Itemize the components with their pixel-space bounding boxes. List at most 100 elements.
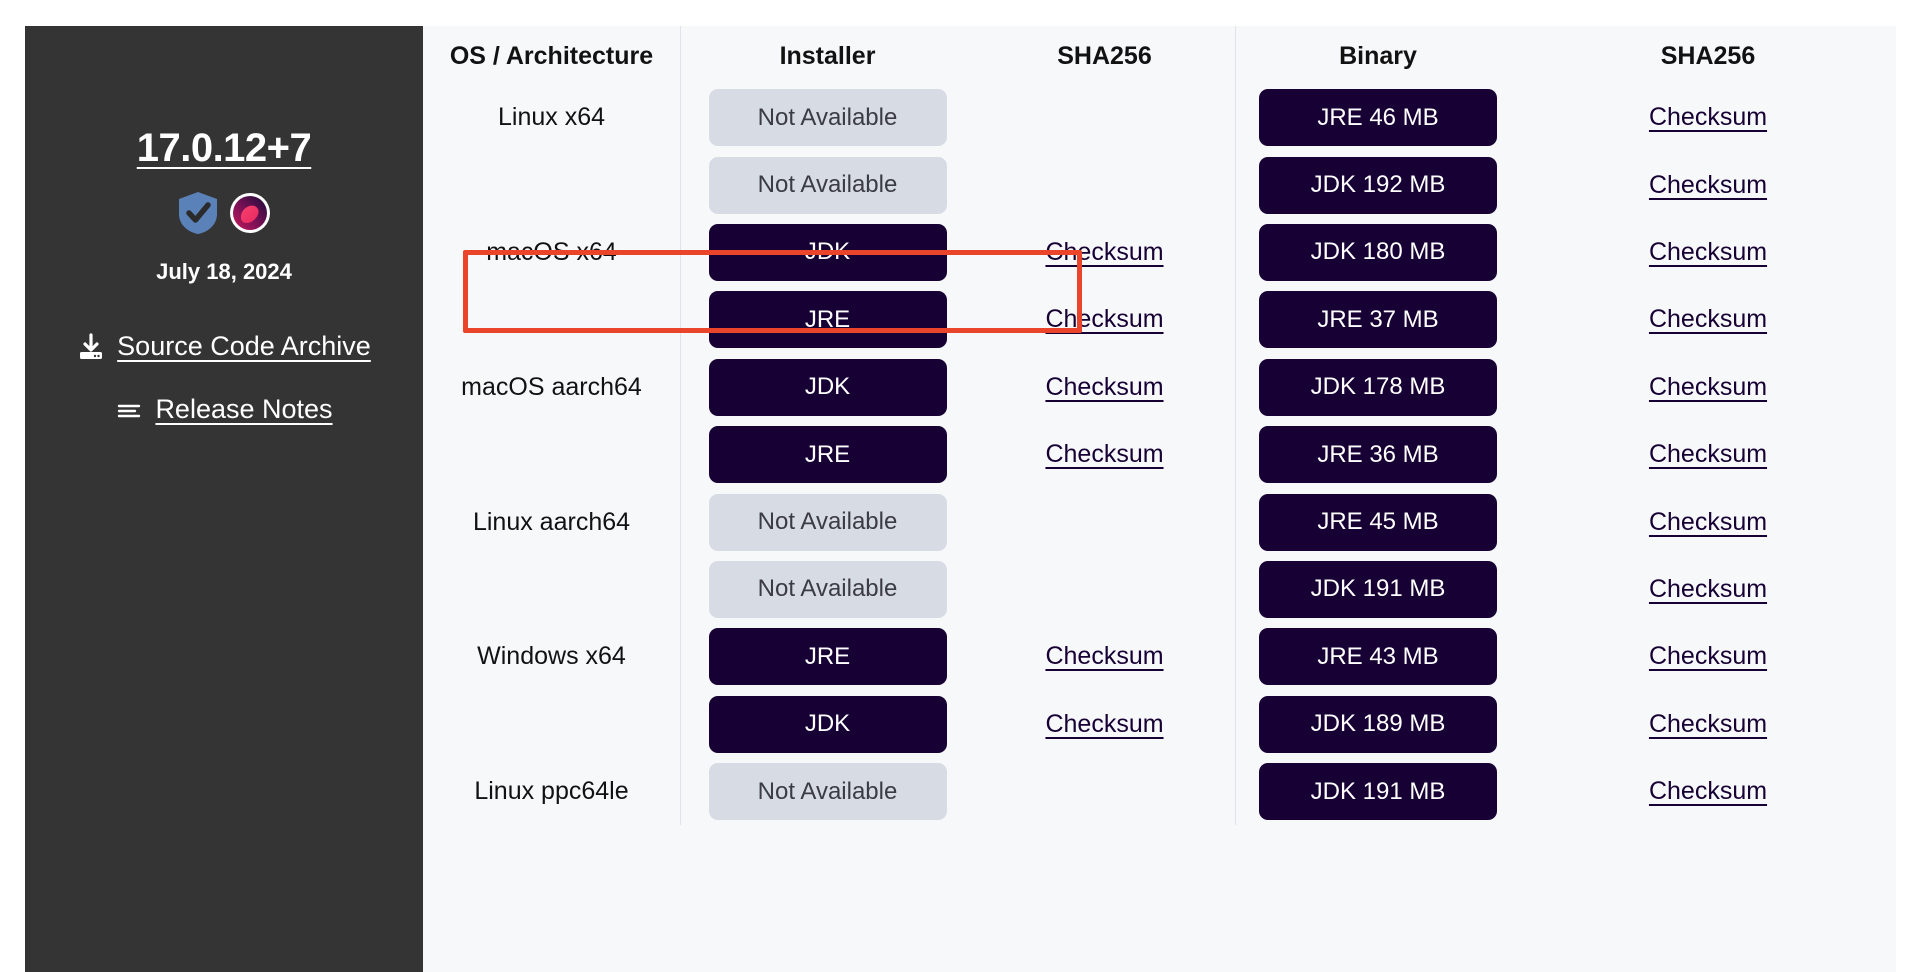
installer-not-available-badge: Not Available	[708, 156, 947, 214]
downloads-table-panel: OS / Architecture Installer SHA256 Binar…	[423, 26, 1896, 972]
installer-checksum-link[interactable]: Checksum	[1045, 237, 1164, 266]
column-divider	[680, 690, 681, 758]
binary-cell: JDK 192 MB	[1236, 151, 1520, 218]
installer-cell: Not Available	[681, 488, 974, 555]
column-divider	[1235, 218, 1236, 287]
release-date: July 18, 2024	[156, 259, 292, 284]
binary-download-button[interactable]: JDK 180 MB	[1259, 223, 1497, 281]
source-code-archive-label: Source Code Archive	[117, 331, 371, 361]
release-sidebar: 17.0.12+7	[25, 26, 423, 972]
column-header-installer-sha256: SHA256	[1057, 41, 1152, 70]
binary-download-button[interactable]: JRE 46 MB	[1259, 89, 1497, 147]
binary-sha256-cell: Checksum	[1520, 758, 1896, 825]
column-divider	[680, 623, 681, 691]
binary-cell: JDK 191 MB	[1236, 556, 1520, 623]
binary-checksum-link[interactable]: Checksum	[1648, 237, 1768, 266]
binary-checksum-link[interactable]: Checksum	[1648, 507, 1768, 536]
source-code-archive-link[interactable]: Source Code Archive	[77, 331, 371, 362]
os-architecture-label-empty	[423, 286, 680, 353]
binary-download-button[interactable]: JDK 191 MB	[1259, 763, 1497, 821]
binary-cell: JRE 37 MB	[1236, 286, 1520, 353]
os-architecture-label-empty	[423, 151, 680, 218]
installer-cell: JRE	[681, 623, 974, 690]
installer-download-button[interactable]: JRE	[708, 628, 947, 686]
installer-download-button[interactable]: JRE	[708, 426, 947, 484]
binary-download-button[interactable]: JRE 36 MB	[1259, 426, 1497, 484]
installer-cell: JRE	[681, 286, 974, 353]
release-notes-link[interactable]: Release Notes	[115, 394, 333, 425]
binary-sha256-cell: Checksum	[1520, 151, 1896, 218]
binary-cell: JRE 46 MB	[1236, 84, 1520, 151]
binary-download-button[interactable]: JRE 45 MB	[1259, 493, 1497, 551]
binary-sha256-cell: Checksum	[1520, 556, 1896, 623]
installer-cell: Not Available	[681, 556, 974, 623]
column-divider	[680, 151, 681, 219]
binary-checksum-link[interactable]: Checksum	[1648, 372, 1768, 401]
installer-download-button[interactable]: JDK	[708, 695, 947, 753]
os-architecture-label: Linux x64	[497, 103, 606, 132]
binary-checksum-link[interactable]: Checksum	[1648, 709, 1768, 738]
binary-download-button[interactable]: JDK 191 MB	[1259, 560, 1497, 618]
binary-cell: JDK 191 MB	[1236, 758, 1520, 825]
installer-checksum-link[interactable]: Checksum	[1045, 372, 1164, 401]
installer-not-available-badge: Not Available	[708, 560, 947, 618]
column-header-binary-sha256: SHA256	[1660, 41, 1756, 70]
installer-cell: JRE	[681, 421, 974, 488]
column-divider	[1235, 84, 1236, 152]
column-divider	[680, 488, 681, 556]
binary-checksum-link[interactable]: Checksum	[1648, 305, 1768, 334]
binary-sha256-cell: Checksum	[1520, 286, 1896, 353]
binary-checksum-link[interactable]: Checksum	[1648, 103, 1768, 132]
installer-not-available-badge: Not Available	[708, 89, 947, 147]
column-divider	[680, 26, 681, 84]
os-architecture-label: macOS x64	[486, 237, 617, 266]
installer-cell: Not Available	[681, 84, 974, 151]
binary-cell: JRE 36 MB	[1236, 421, 1520, 488]
column-divider	[680, 555, 681, 624]
installer-checksum-link[interactable]: Checksum	[1045, 440, 1164, 469]
binary-checksum-link[interactable]: Checksum	[1648, 777, 1768, 806]
binary-checksum-link[interactable]: Checksum	[1648, 440, 1768, 469]
column-divider	[1235, 488, 1236, 556]
column-divider	[1235, 757, 1236, 826]
binary-checksum-link[interactable]: Checksum	[1648, 642, 1768, 671]
installer-download-button[interactable]: JRE	[708, 291, 947, 349]
column-divider	[1235, 555, 1236, 624]
column-divider	[1235, 353, 1236, 421]
installer-cell: Not Available	[681, 758, 974, 825]
verified-shield-icon	[177, 191, 219, 235]
release-version-link[interactable]: 17.0.12+7	[136, 126, 312, 170]
release-notes-label: Release Notes	[155, 394, 333, 424]
installer-download-button[interactable]: JDK	[708, 358, 947, 416]
binary-sha256-cell: Checksum	[1520, 691, 1896, 758]
binary-sha256-cell: Checksum	[1520, 488, 1896, 555]
binary-checksum-link[interactable]: Checksum	[1648, 574, 1768, 603]
binary-cell: JDK 189 MB	[1236, 691, 1520, 758]
column-divider	[1235, 151, 1236, 219]
binary-download-button[interactable]: JRE 43 MB	[1259, 628, 1497, 686]
os-architecture-label: Windows x64	[477, 642, 626, 671]
os-architecture-label-empty	[423, 556, 680, 623]
column-divider	[680, 420, 681, 489]
installer-checksum-link[interactable]: Checksum	[1045, 642, 1164, 671]
binary-download-button[interactable]: JDK 178 MB	[1259, 358, 1497, 416]
column-divider	[1235, 286, 1236, 354]
binary-download-button[interactable]: JRE 37 MB	[1259, 291, 1497, 349]
binary-download-button[interactable]: JDK 189 MB	[1259, 695, 1497, 753]
column-divider	[680, 353, 681, 421]
binary-sha256-cell: Checksum	[1520, 84, 1896, 151]
temurin-logo-icon	[229, 192, 271, 234]
binary-cell: JRE 43 MB	[1236, 623, 1520, 690]
binary-sha256-cell: Checksum	[1520, 354, 1896, 421]
installer-sha256-cell: Checksum	[974, 286, 1235, 353]
installer-download-button[interactable]: JDK	[708, 223, 947, 281]
binary-download-button[interactable]: JDK 192 MB	[1259, 156, 1497, 214]
installer-sha256-cell: Checksum	[974, 354, 1235, 421]
installer-checksum-link[interactable]: Checksum	[1045, 709, 1164, 738]
binary-checksum-link[interactable]: Checksum	[1648, 170, 1768, 199]
installer-checksum-link[interactable]: Checksum	[1045, 305, 1164, 334]
installer-sha256-cell	[974, 488, 1235, 555]
installer-sha256-cell: Checksum	[974, 691, 1235, 758]
binary-sha256-cell: Checksum	[1520, 421, 1896, 488]
